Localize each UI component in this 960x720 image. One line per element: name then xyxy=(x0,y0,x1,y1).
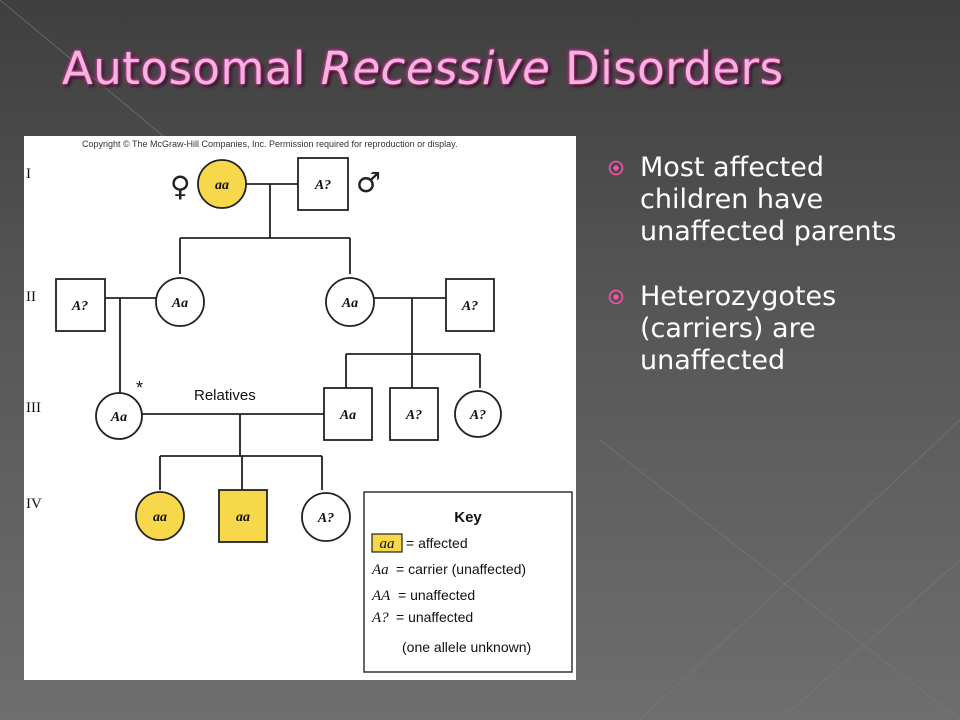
pedigree-female xyxy=(155,277,205,327)
pedigree-figure: Copyright © The McGraw-Hill Companies, I… xyxy=(24,136,576,680)
key-symbol: Aa xyxy=(371,562,389,578)
key-note: (one allele unknown) xyxy=(402,639,531,655)
bullet-item: Heterozygotes (carriers) are unaffected xyxy=(606,281,936,377)
genotype-label: aa xyxy=(236,510,250,525)
pedigree-male xyxy=(55,278,106,332)
generation-label-1: I xyxy=(26,166,31,182)
copyright-text: Copyright © The McGraw-Hill Companies, I… xyxy=(82,139,457,149)
generation-label-4: IV xyxy=(26,496,42,512)
pedigree-female-affected xyxy=(135,491,185,541)
target-bullet-icon xyxy=(608,289,624,305)
bullet-text: Most affected children have unaffected p… xyxy=(640,152,897,247)
title-text-3: Disorders xyxy=(550,42,784,95)
genotype-label: Aa xyxy=(341,296,358,311)
genotype-label: A? xyxy=(317,511,334,526)
key-affected-swatch xyxy=(371,533,403,553)
key-symbol: AA xyxy=(371,588,391,604)
genotype-label: Aa xyxy=(171,296,188,311)
genotype-label: Aa xyxy=(339,408,356,423)
genotype-label: aa xyxy=(215,178,229,193)
male-symbol-icon: ♂ xyxy=(356,166,381,199)
relatives-label: Relatives xyxy=(194,387,256,404)
pedigree-male xyxy=(389,387,439,441)
genotype-label: A? xyxy=(405,408,422,423)
pedigree-female-affected xyxy=(197,159,247,209)
pedigree-chart: Copyright © The McGraw-Hill Companies, I… xyxy=(26,139,573,673)
pedigree-female xyxy=(454,390,502,438)
slide-title: Autosomal Recessive Disorders xyxy=(62,42,784,95)
bullet-text: Heterozygotes (carriers) are unaffected xyxy=(640,281,837,376)
bullet-list: Most affected children have unaffected p… xyxy=(606,152,936,410)
key-label: = carrier (unaffected) xyxy=(396,561,526,577)
genotype-label: aa xyxy=(153,510,167,525)
generation-label-3: III xyxy=(26,400,41,416)
key-title: Key xyxy=(454,509,482,526)
key-symbol: aa xyxy=(380,536,395,552)
pedigree-key xyxy=(363,491,573,673)
genotype-label: A? xyxy=(71,299,88,314)
pedigree-male xyxy=(297,157,349,211)
key-label: = unaffected xyxy=(396,609,473,625)
generation-label-2: II xyxy=(26,289,36,305)
key-label: = affected xyxy=(406,535,468,551)
genotype-label: A? xyxy=(469,408,486,423)
title-text-1: Autosomal xyxy=(62,42,321,95)
female-symbol-icon: ♀ xyxy=(170,170,191,203)
target-bullet-icon xyxy=(608,160,624,176)
pedigree-female xyxy=(325,277,375,327)
key-label: = unaffected xyxy=(398,587,475,603)
pedigree-lines xyxy=(105,183,481,490)
pedigree-female xyxy=(95,392,143,440)
genotype-label: Aa xyxy=(110,410,127,425)
pedigree-male-affected xyxy=(218,489,268,543)
consanguinity-mark: * xyxy=(136,378,143,398)
pedigree-male xyxy=(323,387,373,441)
genotype-label: A? xyxy=(314,178,331,193)
genotype-label: A? xyxy=(461,299,478,314)
title-text-2: Recessive xyxy=(320,42,551,95)
bullet-item: Most affected children have unaffected p… xyxy=(606,152,936,248)
pedigree-male xyxy=(445,278,495,332)
pedigree-female xyxy=(301,492,351,542)
key-symbol: A? xyxy=(371,610,389,626)
